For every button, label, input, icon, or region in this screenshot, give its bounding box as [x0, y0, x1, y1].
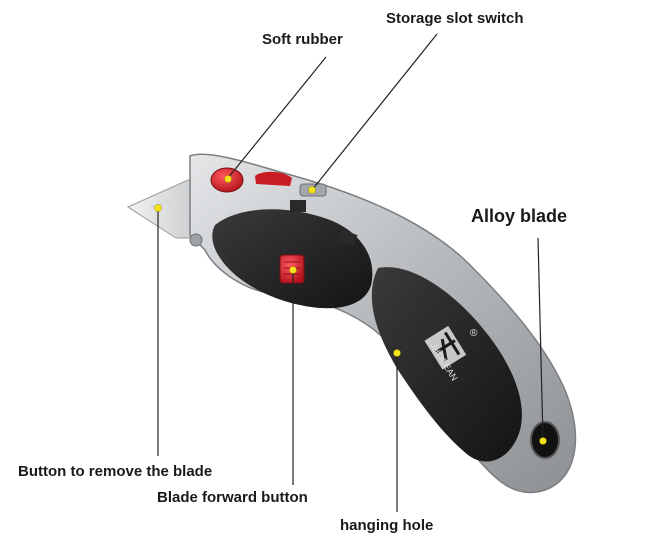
label-storage-slot-switch: Storage slot switch: [386, 10, 524, 27]
leader-alloy-blade: [537, 237, 544, 441]
marker-remove-blade: [154, 204, 162, 212]
label-hanging-hole: hanging hole: [340, 517, 434, 534]
marker-hanging-hole: [393, 349, 401, 357]
marker-soft-rubber: [224, 175, 232, 183]
brand-logo: [424, 325, 467, 370]
label-remove-blade-button: Button to remove the blade: [18, 463, 213, 480]
label-alloy-blade: Alloy blade: [471, 206, 568, 226]
leader-soft-rubber: [227, 56, 327, 179]
blade: [126, 179, 201, 239]
label-blade-forward-button: Blade forward button: [157, 489, 308, 506]
marker-alloy-blade: [539, 437, 547, 445]
leader-storage-switch: [311, 33, 438, 191]
registered-mark: ®: [470, 328, 478, 339]
marker-storage-switch: [308, 186, 316, 194]
label-soft-rubber: Soft rubber: [262, 31, 343, 48]
blade-remove-button: [189, 233, 203, 247]
marker-blade-forward: [289, 266, 297, 274]
